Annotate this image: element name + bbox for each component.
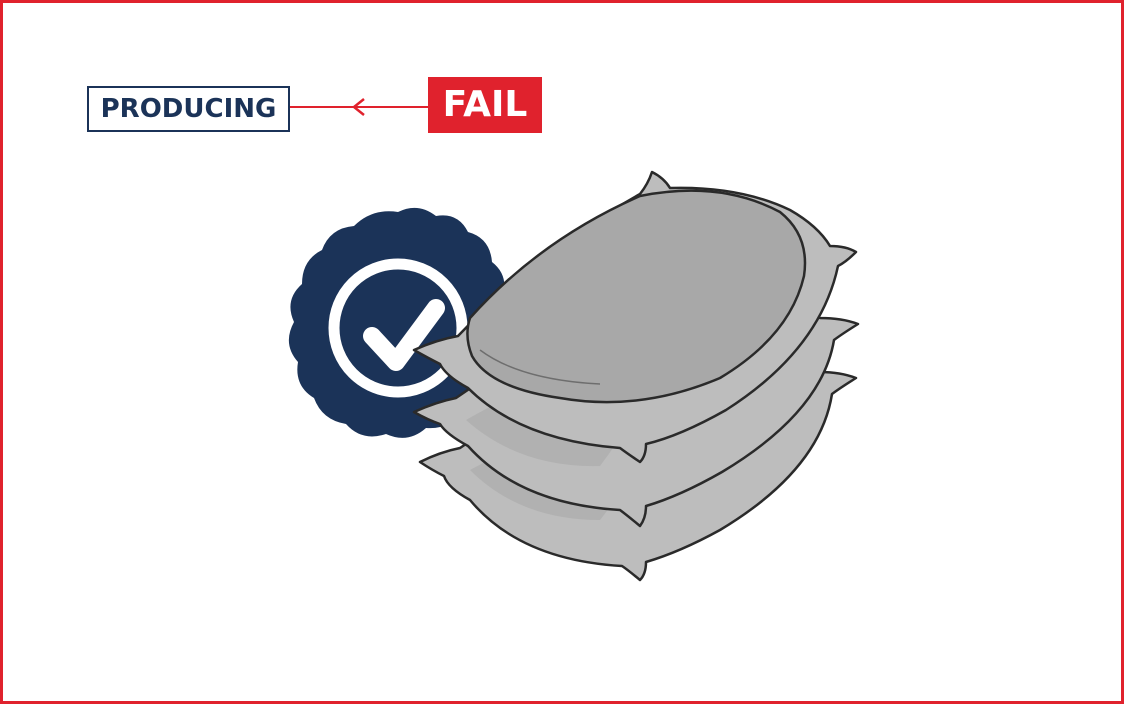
quality-check-badge-icon bbox=[288, 207, 508, 438]
bag-top bbox=[412, 170, 858, 464]
fail-label: FAIL bbox=[428, 77, 542, 133]
producing-label: PRODUCING bbox=[87, 86, 290, 132]
stacked-sandbags-illustration bbox=[412, 170, 860, 582]
